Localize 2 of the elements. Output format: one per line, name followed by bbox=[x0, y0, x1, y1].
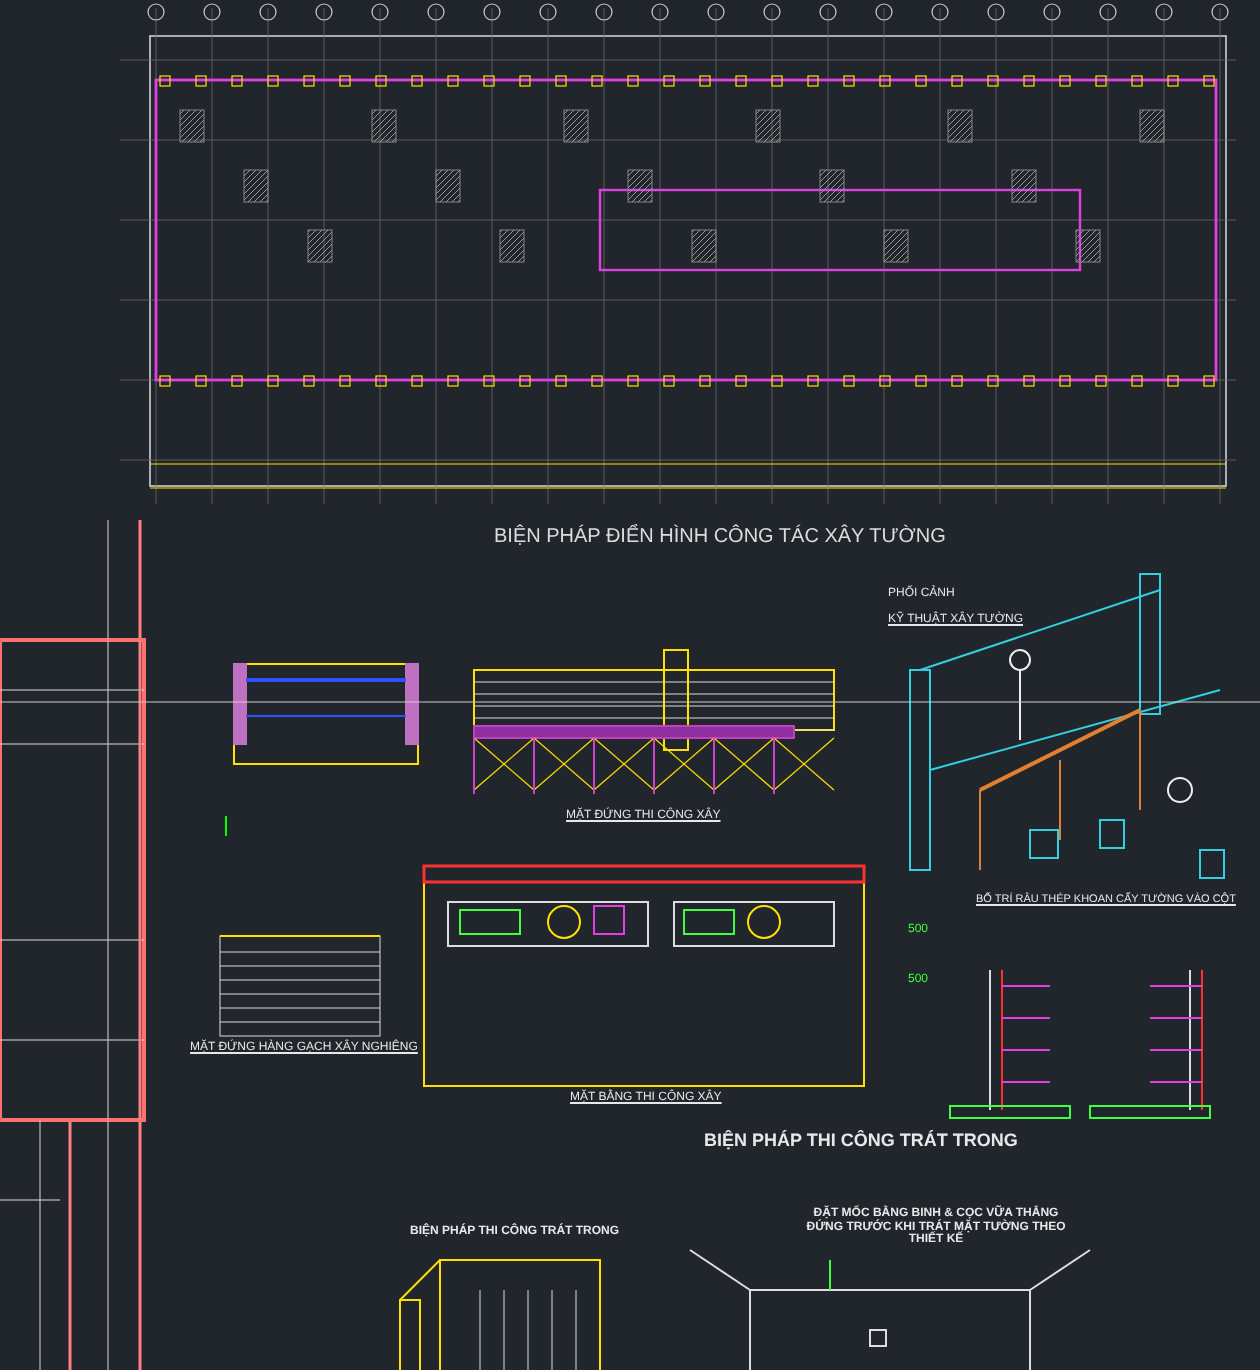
section-title: BIỆN PHÁP ĐIỂN HÌNH CÔNG TÁC XÂY TƯỜNG bbox=[494, 526, 946, 548]
section-title: BIỆN PHÁP THI CÔNG TRÁT TRONG bbox=[704, 1132, 1018, 1152]
